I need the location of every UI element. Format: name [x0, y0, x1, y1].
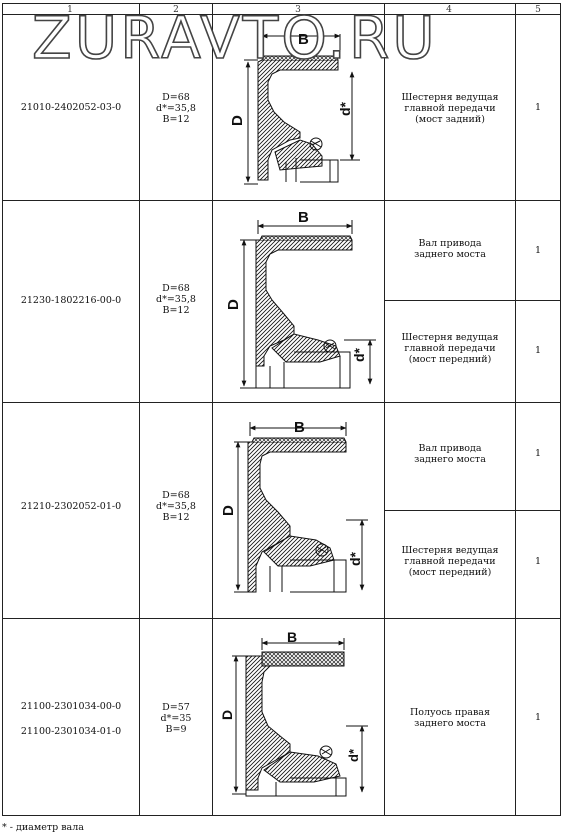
part-code: 21210-2302052-01-0	[20, 501, 122, 512]
part-code: 21100-2301034-00-0	[20, 701, 122, 712]
application-line: главной передачи	[404, 103, 496, 114]
dim-label-shaft-3: d*	[347, 551, 363, 566]
seal-drawing-1	[244, 33, 360, 185]
part-code: 21230-1802216-00-0	[20, 295, 122, 306]
col-header-1: 1	[67, 5, 73, 15]
part-code: 21100-2301034-01-0	[20, 726, 122, 737]
application-line: Шестерня ведущая	[401, 545, 499, 556]
application-line: заднего моста	[414, 249, 486, 260]
dim-label-shaft-1: d*	[337, 101, 353, 116]
application-line: (мост задний)	[415, 114, 485, 125]
dim-label-b-4: B	[287, 629, 297, 645]
dimensions: D=68 d*=35,8 B=12	[140, 92, 212, 125]
quantity: 1	[534, 345, 542, 356]
application-line: главной передачи	[404, 556, 496, 567]
dimensions: D=68 d*=35,8 B=12	[140, 283, 212, 316]
dim-outer: D=68	[162, 490, 190, 501]
quantity: 1	[534, 448, 542, 459]
application-line: Шестерня ведущая	[401, 332, 499, 343]
quantity: 1	[534, 556, 542, 567]
application-line: главной передачи	[404, 343, 496, 354]
seal-drawing-3	[234, 422, 368, 593]
application-line: Полуось правая	[410, 707, 490, 718]
footnote: * - диаметр вала	[2, 822, 84, 833]
dim-shaft: d*=35,8	[156, 501, 196, 512]
application-line: Вал привода	[418, 238, 482, 249]
application-line: Вал привода	[418, 443, 482, 454]
part-code: 21010-2402052-03-0	[20, 102, 122, 113]
quantity: 1	[534, 245, 542, 256]
dim-outer: D=68	[162, 92, 190, 103]
dim-label-d-3: D	[220, 505, 237, 516]
application: Шестерня ведущая главной передачи (мост …	[385, 545, 515, 578]
application-line: Шестерня ведущая	[401, 92, 499, 103]
application: Вал привода заднего моста	[385, 443, 515, 465]
col-header-2: 2	[173, 5, 179, 15]
dimensions: D=68 d*=35,8 B=12	[140, 490, 212, 523]
quantity: 1	[534, 102, 542, 113]
seal-drawing-2	[240, 220, 376, 389]
col-header-4: 4	[446, 5, 452, 15]
dim-shaft: d*=35	[160, 713, 192, 724]
application: Полуось правая заднего моста	[385, 707, 515, 729]
dim-shaft: d*=35,8	[156, 294, 196, 305]
dim-outer: D=68	[162, 283, 190, 294]
seal-drawing-4	[232, 638, 368, 797]
dim-label-shaft-4: d*	[346, 748, 361, 762]
dim-shaft: d*=35,8	[156, 103, 196, 114]
dim-label-d-4: D	[219, 710, 235, 720]
application: Шестерня ведущая главной передачи (мост …	[385, 92, 515, 125]
application-line: заднего моста	[414, 454, 486, 465]
dim-width: B=9	[165, 724, 187, 735]
dim-outer: D=57	[162, 702, 190, 713]
application-line: заднего моста	[414, 718, 486, 729]
dim-label-d-1: D	[229, 115, 246, 126]
application: Вал привода заднего моста	[385, 238, 515, 260]
quantity: 1	[534, 712, 542, 723]
dim-width: B=12	[162, 114, 190, 125]
dim-label-b-1: B	[298, 31, 309, 48]
col-header-5: 5	[535, 5, 541, 15]
application-line: (мост передний)	[408, 567, 492, 578]
dimensions: D=57 d*=35 B=9	[140, 702, 212, 735]
dim-label-b-3: B	[294, 419, 305, 436]
col-header-3: 3	[295, 5, 301, 15]
dim-label-shaft-2: d*	[351, 347, 367, 362]
dim-label-d-2: D	[225, 299, 242, 310]
dim-label-b-2: B	[298, 209, 309, 226]
dim-width: B=12	[162, 305, 190, 316]
dim-width: B=12	[162, 512, 190, 523]
application-line: (мост передний)	[408, 354, 492, 365]
application: Шестерня ведущая главной передачи (мост …	[385, 332, 515, 365]
